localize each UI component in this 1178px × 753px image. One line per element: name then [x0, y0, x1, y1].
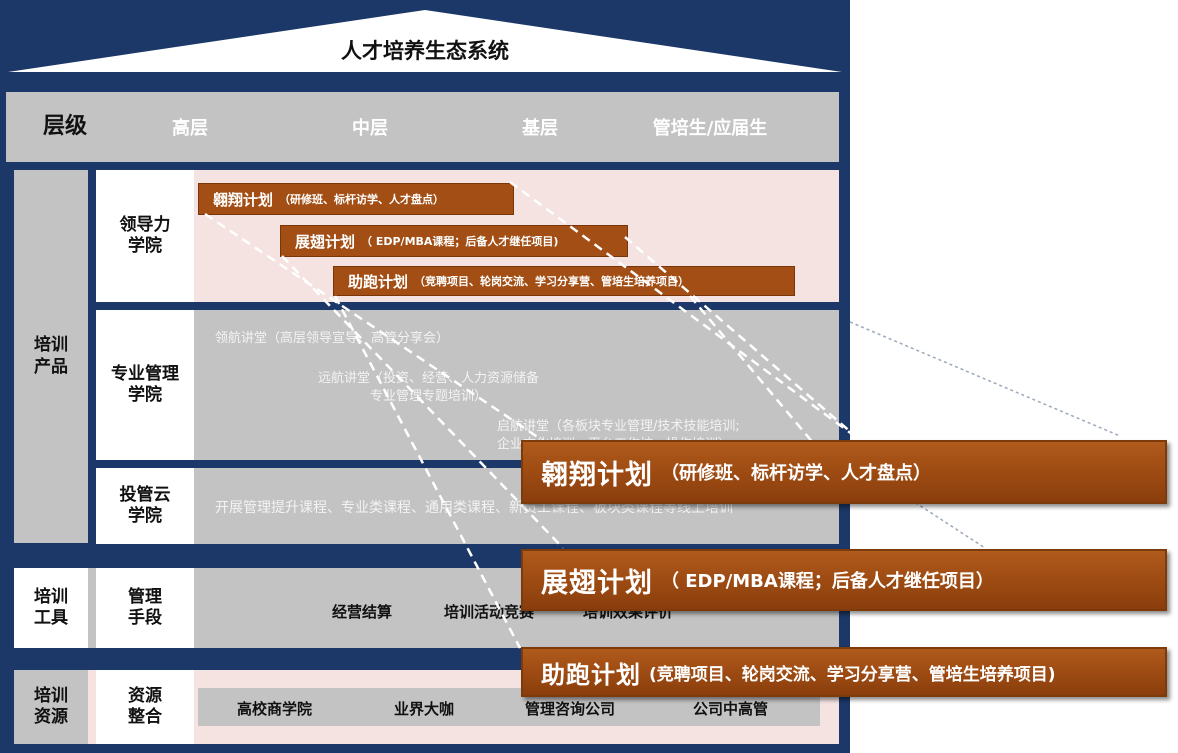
training-products-label-cell — [14, 170, 88, 543]
plan-zhanchi: 展翅计划 （ EDP/MBA课程；后备人才继任项目) — [280, 225, 628, 257]
plan-aoxiang-name: 翱翔计划 — [213, 190, 274, 209]
plan-zhupao-desc: （竞聘项目、轮岗交流、学习分享营、管培生培养项目） — [414, 275, 690, 288]
resources-label-cell — [14, 670, 88, 744]
diagram-title: 人才培养生态系统 — [341, 38, 509, 63]
cloud-label-cell — [96, 468, 194, 544]
levels-label: 层级 — [42, 114, 87, 140]
tools-label-cell — [14, 568, 88, 648]
callout-zhanchi: 展翅计划 （ EDP/MBA课程；后备人才继任项目） — [521, 549, 1167, 611]
resources-sub-label-cell — [96, 670, 194, 744]
training-products-label: 培训产品 — [34, 335, 68, 377]
leadership-label-cell — [96, 170, 194, 302]
leadership-label: 领导力学院 — [119, 214, 171, 256]
tools-sub-label-cell — [96, 568, 194, 648]
plan-zhupao: 助跑计划 （竞聘项目、轮岗交流、学习分享营、管培生培养项目） — [333, 266, 795, 296]
level-middle: 中层 — [352, 117, 388, 139]
plan-zhanchi-name: 展翅计划 — [295, 232, 356, 251]
callout-zhupao: 助跑计划 (竞聘项目、轮岗交流、学习分享营、管培生培养项目) — [521, 647, 1167, 697]
resource-business-school: 高校商学院 — [237, 700, 313, 718]
plan-zhanchi-desc: （ EDP/MBA课程；后备人才继任项目) — [361, 235, 559, 248]
callout-aoxiang: 翱翔计划 （研修班、标杆访学、人才盘点） — [521, 440, 1167, 504]
professional-label-cell — [96, 310, 194, 460]
levels-row — [6, 92, 839, 162]
callout-zhanchi-desc: （ EDP/MBA课程；后备人才继任项目） — [661, 571, 994, 592]
level-trainee: 管培生/应届生 — [652, 117, 768, 139]
plan-aoxiang: 翱翔计划 （研修班、标杆访学、人才盘点） — [198, 183, 514, 215]
resources-sub-label: 资源整合 — [128, 685, 162, 727]
callout-aoxiang-desc: （研修班、标杆访学、人才盘点） — [661, 463, 931, 484]
callout-zhupao-desc: (竞聘项目、轮岗交流、学习分享营、管培生培养项目) — [649, 664, 1056, 685]
callout-aoxiang-name: 翱翔计划 — [541, 459, 653, 491]
plan-aoxiang-desc: （研修班、标杆访学、人才盘点） — [279, 193, 445, 206]
level-senior: 高层 — [172, 117, 208, 139]
cloud-label: 投管云学院 — [119, 484, 171, 526]
plan-zhupao-name: 助跑计划 — [348, 272, 409, 291]
resource-executives: 公司中高管 — [693, 700, 769, 718]
roof — [8, 10, 842, 72]
tool-settlement: 经营结算 — [332, 603, 393, 621]
callout-zhanchi-name: 展翅计划 — [541, 567, 653, 599]
lecture-yuanhang: 远航讲堂（投资、经营、人力资源储备 专业管理专题培训） — [318, 371, 540, 404]
tools-sub-label: 管理手段 — [128, 586, 162, 628]
callout-zhupao-name: 助跑计划 — [541, 660, 641, 689]
lecture-linghang: 领航讲堂（高层领导宣导、高管分享会） — [215, 331, 450, 346]
level-basic: 基层 — [522, 117, 558, 139]
resource-industry-experts: 业界大咖 — [394, 700, 455, 718]
tools-label: 培训工具 — [34, 586, 68, 628]
resources-label: 培训资源 — [34, 685, 68, 727]
professional-label: 专业管理学院 — [111, 363, 179, 405]
resource-consulting: 管理咨询公司 — [525, 700, 616, 718]
